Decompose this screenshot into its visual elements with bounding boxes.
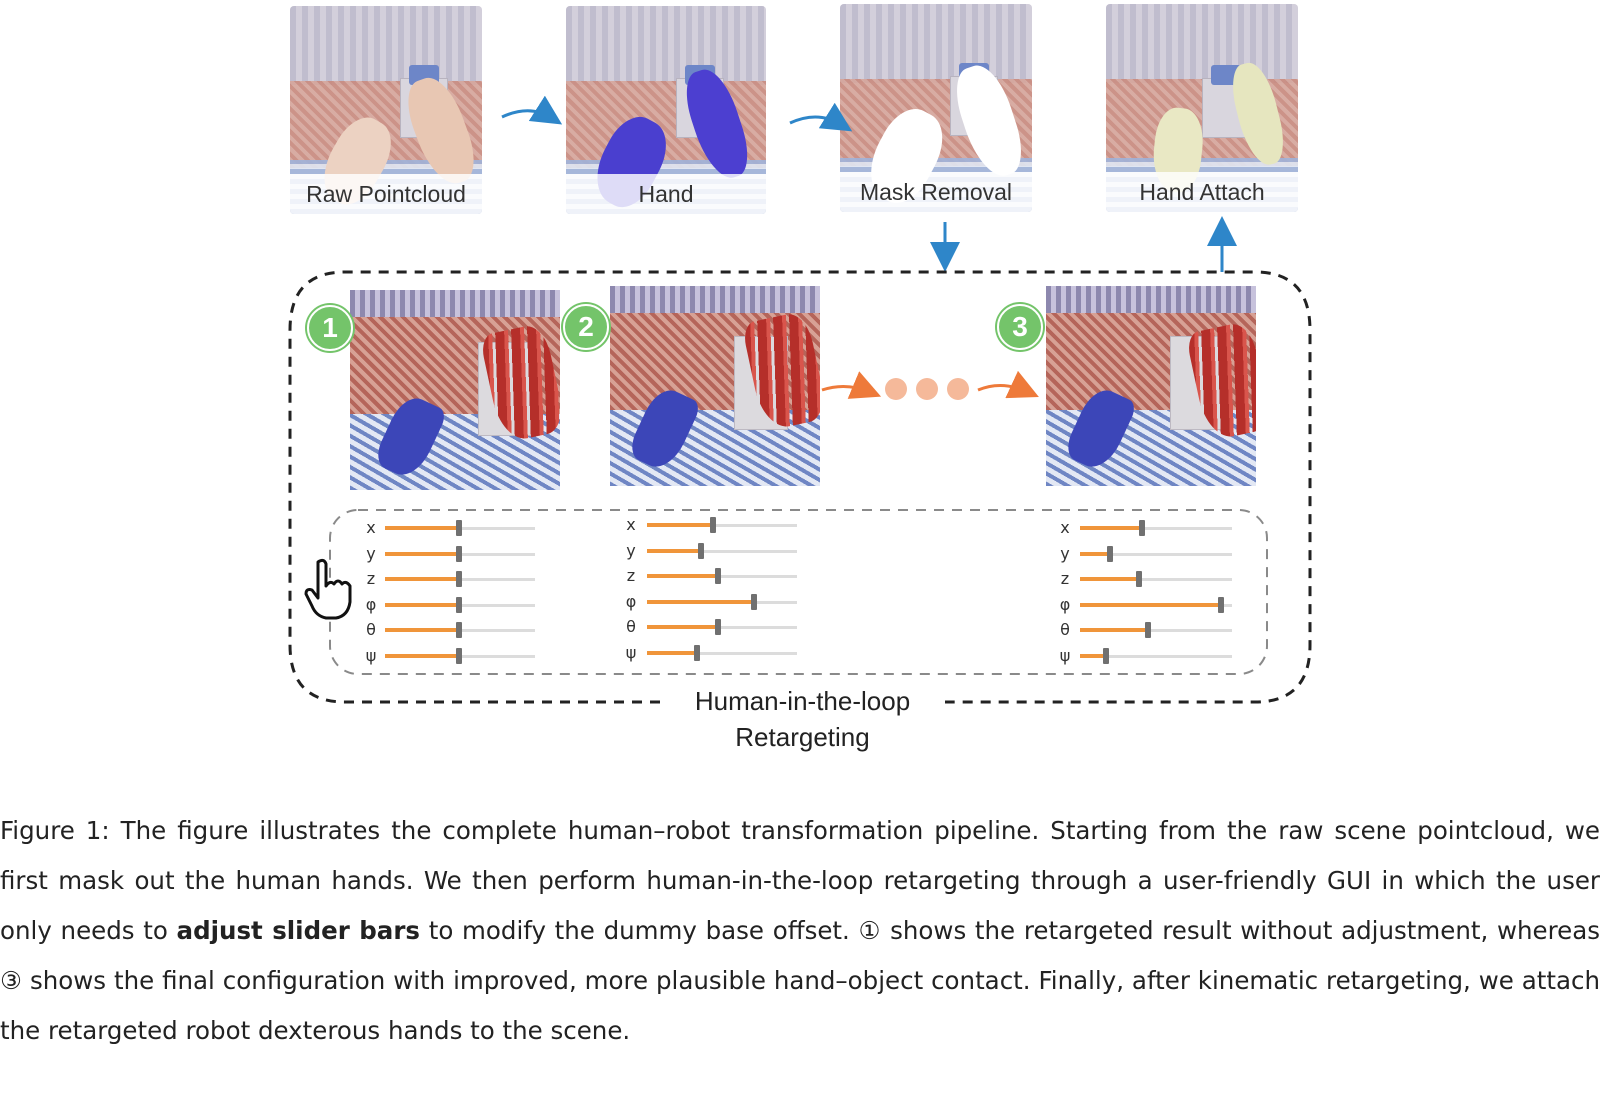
slider-track[interactable] (1080, 552, 1232, 556)
slider-label: z (626, 566, 636, 586)
slider-track[interactable] (1080, 655, 1232, 658)
slider-track[interactable] (647, 652, 797, 655)
slider-label: φ (1059, 594, 1071, 614)
slider-thumb[interactable] (455, 622, 462, 639)
caption-bold: adjust slider bars (176, 916, 421, 945)
slider-label: z (1060, 569, 1070, 589)
slider-thumb[interactable] (750, 593, 757, 610)
slider-fill (1080, 654, 1106, 658)
progress-dot (947, 378, 969, 400)
slider-fill (385, 628, 459, 633)
slider-label: θ (626, 617, 636, 637)
slider-thumb[interactable] (1102, 648, 1109, 664)
retarget-panel-3 (1046, 286, 1256, 486)
slider-fill (1080, 526, 1143, 530)
slider-label: x (366, 518, 376, 537)
hand-cursor-icon (304, 558, 352, 620)
hand-attach-label: Hand Attach (1106, 172, 1298, 212)
progress-dot (885, 378, 907, 400)
slider-thumb[interactable] (1136, 571, 1143, 588)
slider-thumb[interactable] (1218, 596, 1225, 613)
arrow-right-2 (789, 102, 853, 132)
slider-label: φ (625, 591, 637, 611)
slider-label: y (366, 543, 376, 563)
slider-thumb[interactable] (714, 619, 721, 636)
orange-arrow-2 (977, 370, 1039, 399)
slider-fill (1080, 602, 1222, 607)
slider-fill (385, 654, 459, 658)
slider-label: x (626, 515, 636, 534)
progress-dot (916, 378, 938, 400)
slider-thumb[interactable] (693, 645, 700, 661)
loop-label-line2: Retargeting (735, 722, 870, 752)
slider-fill (1080, 628, 1149, 633)
slider-label: z (366, 569, 376, 589)
slider-label: ψ (365, 646, 377, 665)
slider-fill (647, 574, 718, 579)
slider-label: θ (366, 620, 376, 640)
slider-fill (1080, 577, 1140, 582)
slider-fill (647, 625, 718, 630)
loop-label-line1: Human-in-the-loop (694, 686, 911, 716)
mask-removal-label: Mask Removal (840, 172, 1032, 212)
slider-fill (385, 551, 459, 556)
caption-text-1: Figure 1: The figure illustrates the com… (0, 816, 1600, 945)
loop-border (288, 270, 1312, 704)
hand-segmentation-label: Hand Segmentation (566, 174, 766, 214)
slider-label: y (626, 540, 636, 560)
slider-track[interactable] (647, 626, 797, 630)
slider-fill (385, 577, 459, 582)
slider-fill (647, 599, 754, 604)
slider-track[interactable] (647, 524, 797, 527)
slider-fill (1080, 551, 1111, 556)
slider-track[interactable] (1080, 629, 1232, 633)
retarget-panel-1 (350, 290, 560, 490)
step-badge-3: 3 (997, 304, 1043, 350)
mask-removal-image: Mask Removal (840, 4, 1032, 212)
slider-thumb[interactable] (455, 596, 462, 613)
slider-fill (647, 651, 697, 655)
retarget-panel-2 (610, 286, 820, 486)
slider-fill (647, 523, 713, 527)
slider-label: x (1060, 518, 1070, 537)
hand-attach-image: Hand Attach (1106, 4, 1298, 212)
slider-thumb[interactable] (1139, 520, 1146, 536)
caption-text-2: to modify the dummy base offset. ① shows… (0, 916, 1600, 1045)
slider-label: φ (365, 594, 377, 614)
slider-thumb[interactable] (710, 517, 716, 533)
slider-thumb[interactable] (698, 542, 704, 559)
slider-thumb[interactable] (714, 568, 721, 585)
slider-label: y (1060, 543, 1070, 563)
figure-caption: Figure 1: The figure illustrates the com… (0, 806, 1600, 1056)
slider-fill (385, 526, 459, 530)
slider-track[interactable] (1080, 527, 1232, 530)
slider-thumb[interactable] (1145, 622, 1152, 639)
slider-thumb[interactable] (455, 571, 462, 588)
slider-track[interactable] (1080, 578, 1232, 582)
arrow-right-1 (501, 95, 563, 125)
slider-thumb[interactable] (455, 545, 462, 562)
slider-label: ψ (625, 643, 637, 662)
step-badge-2: 2 (563, 304, 609, 350)
slider-thumb[interactable] (1107, 545, 1114, 562)
slider-track[interactable] (647, 549, 797, 553)
slider-thumb[interactable] (455, 520, 462, 536)
loop-label: Human-in-the-loop (660, 684, 945, 718)
slider-label: ψ (1059, 646, 1071, 665)
raw-pointcloud-label: Raw Pointcloud (290, 174, 482, 214)
orange-arrow-1 (821, 371, 882, 399)
slider-track[interactable] (647, 575, 797, 579)
step-badge-1: 1 (307, 305, 353, 351)
slider-thumb[interactable] (455, 648, 462, 664)
slider-fill (385, 602, 459, 607)
hand-segmentation-image: Hand Segmentation (566, 6, 766, 214)
raw-pointcloud-image: Raw Pointcloud (290, 6, 482, 214)
slider-label: θ (1060, 620, 1070, 640)
slider-fill (647, 548, 701, 553)
diagram-overlay (288, 95, 1312, 704)
slider-box (329, 509, 1268, 675)
